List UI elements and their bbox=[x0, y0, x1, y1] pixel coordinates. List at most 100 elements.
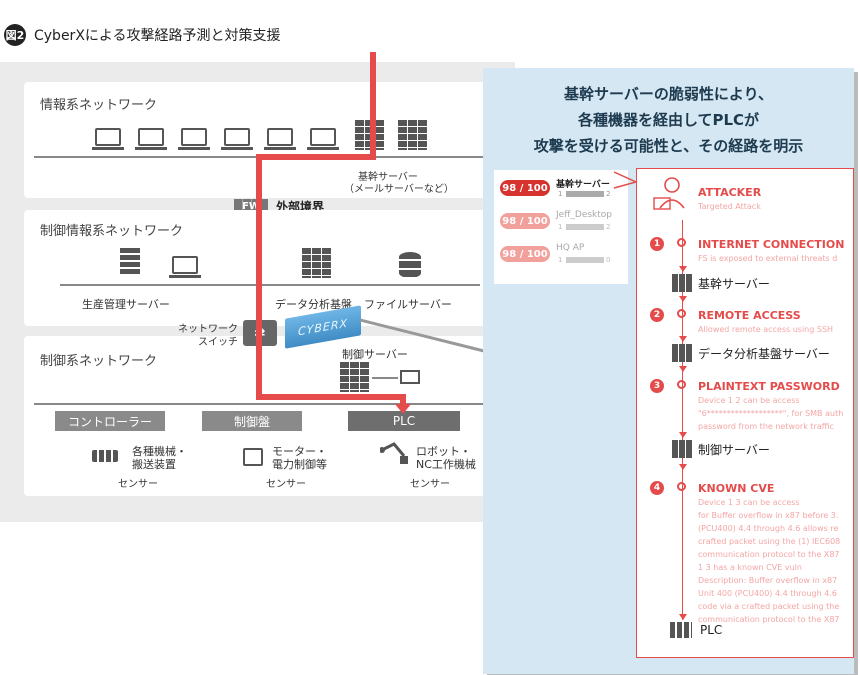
step-number: 2 bbox=[650, 308, 664, 322]
path-node-label: PLC bbox=[700, 623, 723, 637]
key-icon bbox=[677, 380, 686, 389]
attack-flow-line bbox=[682, 220, 683, 620]
server-icon bbox=[672, 274, 692, 292]
motor-label: モーター・ bbox=[272, 445, 327, 458]
laptop-icon bbox=[221, 128, 253, 150]
step-title: REMOTE ACCESS bbox=[698, 309, 801, 322]
core-server-sublabel: （メールサーバーなど） bbox=[344, 184, 454, 195]
analytics-server-label: データ分析基盤 bbox=[275, 298, 352, 311]
flow-arrow-icon bbox=[679, 296, 687, 302]
database-icon bbox=[399, 252, 421, 278]
step-title: KNOWN CVE bbox=[698, 482, 775, 495]
flow-arrow-icon bbox=[679, 464, 687, 470]
monitor-icon bbox=[400, 370, 420, 384]
redacted-bar bbox=[566, 224, 604, 230]
server-icon bbox=[672, 344, 692, 362]
step-desc: Unit 400 (PCU400) 4.4 through 4.6 bbox=[698, 589, 837, 598]
asset-name: 基幹サーバー bbox=[556, 180, 610, 190]
laptop-icon bbox=[92, 128, 124, 150]
figure-badge: 図2 bbox=[4, 24, 26, 46]
analytics-server-icon bbox=[302, 248, 332, 278]
path-node-label: データ分析基盤サーバー bbox=[698, 347, 830, 361]
risk-score-pill[interactable]: 98 / 100 bbox=[500, 246, 550, 262]
panel-headline-line3: 攻撃を受ける可能性と、その経路を明示 bbox=[533, 137, 804, 155]
attacker-title: ATTACKER bbox=[698, 186, 762, 199]
step-desc: Allowed remote access using SSH bbox=[698, 325, 834, 334]
robot-label: ロボット・ bbox=[416, 445, 471, 458]
file-server-label: ファイルサーバー bbox=[364, 298, 452, 311]
step-title: INTERNET CONNECTION bbox=[698, 238, 845, 251]
flow-arrow-icon bbox=[679, 336, 687, 342]
panel-headline-line1: 基幹サーバーの脆弱性により、 bbox=[564, 85, 773, 103]
laptop-icon bbox=[135, 128, 167, 150]
asset-name: HQ AP bbox=[556, 243, 585, 253]
laptop-icon bbox=[307, 128, 339, 150]
production-server-icon bbox=[120, 248, 140, 276]
step-desc: "6*******************", for SMB auth bbox=[698, 409, 844, 418]
asset-id-start: 1 bbox=[558, 223, 563, 231]
control-info-bus bbox=[60, 284, 480, 286]
step-desc: for Buffer overflow in x87 before 3. bbox=[698, 511, 839, 520]
attack-path-segment bbox=[256, 154, 262, 400]
asset-name: Jeff_Desktop bbox=[556, 210, 613, 220]
step-desc: communication protocol to the X87 bbox=[698, 615, 840, 624]
server-icon bbox=[398, 120, 428, 150]
laptop-icon bbox=[169, 256, 201, 278]
attack-path-segment bbox=[256, 154, 376, 160]
step-desc: password from the network traffic bbox=[698, 422, 834, 431]
sensor-label: センサー bbox=[266, 479, 306, 490]
info-network-title: 情報系ネットワーク bbox=[40, 98, 158, 113]
laptop-icon bbox=[178, 128, 210, 150]
path-node-label: 制御サーバー bbox=[698, 443, 770, 457]
step-number: 4 bbox=[650, 481, 664, 495]
asset-id-start: 1 bbox=[558, 190, 563, 198]
panel-headline-line2: 各種機器を経由してPLCが bbox=[577, 111, 760, 129]
switch-label: ネットワーク bbox=[178, 324, 238, 335]
attack-path-segment bbox=[370, 52, 376, 160]
motor-sublabel: 電力制御等 bbox=[272, 458, 327, 471]
figure-header: 図2 CyberXによる攻撃経路予測と対策支援 bbox=[4, 24, 281, 46]
risk-score-pill[interactable]: 98 / 100 bbox=[500, 180, 550, 196]
attack-path-segment bbox=[400, 394, 406, 406]
asset-id-end: 2 bbox=[606, 190, 611, 198]
core-server-label: 基幹サーバー bbox=[358, 172, 418, 183]
redacted-bar bbox=[566, 257, 604, 263]
flow-arrow-icon bbox=[679, 266, 687, 272]
conveyor-icon bbox=[92, 450, 118, 462]
step-desc: Description: Buffer overflow in x87 bbox=[698, 576, 838, 585]
control-network-title: 制御系ネットワーク bbox=[40, 354, 158, 369]
step-desc: communication protocol to the X87 bbox=[698, 550, 840, 559]
attacker-subtitle: Targeted Attack bbox=[698, 202, 761, 211]
step-desc: 1 3 has a known CVE vuln bbox=[698, 563, 802, 572]
cyberx-connector-line bbox=[360, 318, 485, 353]
machine-label: 各種機械・ bbox=[132, 445, 187, 458]
attacker-icon bbox=[653, 177, 685, 210]
attack-path-segment bbox=[256, 394, 406, 400]
controller-header: コントローラー bbox=[55, 411, 165, 431]
step-desc: Device 1 3 can be access bbox=[698, 498, 800, 507]
step-desc: crafted packet using the (1) IEC608 bbox=[698, 537, 841, 546]
flow-arrow-icon bbox=[679, 366, 687, 372]
key-icon bbox=[677, 238, 686, 247]
figure-title: CyberXによる攻撃経路予測と対策支援 bbox=[34, 28, 281, 44]
production-server-label: 生産管理サーバー bbox=[82, 298, 170, 311]
plc-icon bbox=[670, 622, 692, 638]
server-icon bbox=[672, 440, 692, 458]
control-bus bbox=[34, 403, 484, 405]
step-desc: FS is exposed to external threats d bbox=[698, 254, 838, 263]
robot-arm-icon bbox=[380, 442, 408, 464]
step-desc: code via a crafted packet using the bbox=[698, 602, 840, 611]
laptop-icon bbox=[264, 128, 296, 150]
attack-arrow-icon bbox=[395, 404, 411, 414]
step-number: 1 bbox=[650, 237, 664, 251]
risk-score-pill[interactable]: 98 / 100 bbox=[500, 213, 550, 229]
step-desc: Device 1 2 can be access bbox=[698, 396, 800, 405]
path-node-label: 基幹サーバー bbox=[698, 277, 770, 291]
key-icon bbox=[677, 482, 686, 491]
robot-sublabel: NC工作機械 bbox=[416, 458, 476, 471]
control-panel-header: 制御盤 bbox=[202, 411, 302, 431]
key-icon bbox=[677, 309, 686, 318]
asset-id-start: 1 bbox=[558, 256, 563, 264]
asset-id-end: 0 bbox=[606, 256, 611, 264]
plc-header: PLC bbox=[348, 411, 460, 431]
